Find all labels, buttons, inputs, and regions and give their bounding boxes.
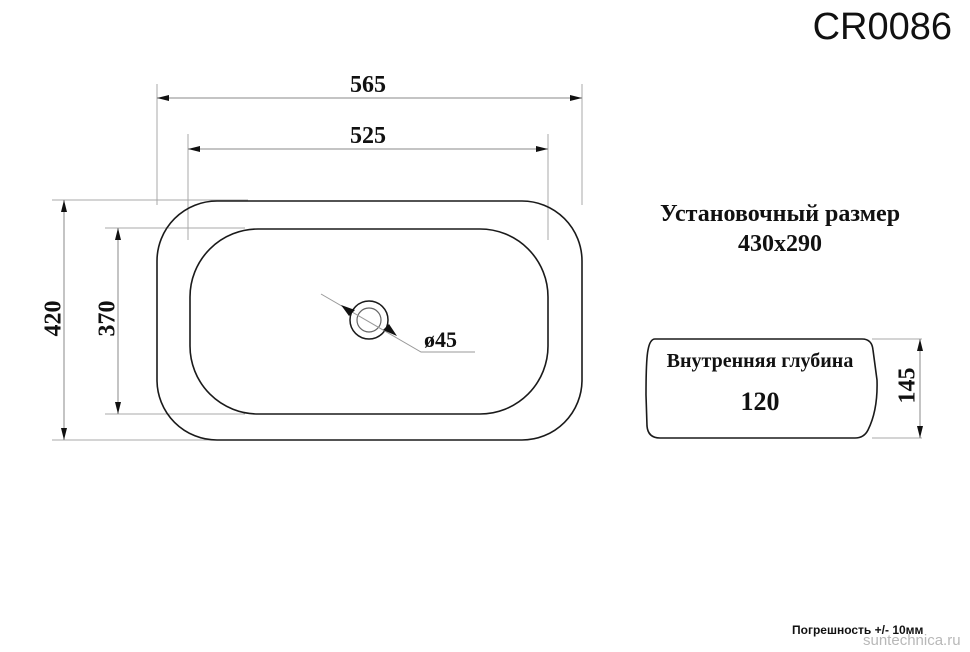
inner-depth-value: 120 [740, 387, 780, 416]
installation-size: Установочный размер 430x290 [630, 199, 930, 259]
dim-inner-width: 525 [350, 123, 386, 149]
drain-hole [320, 293, 475, 353]
drain-diameter: ø45 [424, 327, 457, 352]
basin-inner-bowl [189, 228, 549, 415]
dim-outer-width: 565 [350, 72, 386, 98]
dim-height: 145 [894, 367, 921, 404]
installation-label: Установочный размер [659, 201, 901, 227]
model-number: CR0086 [812, 6, 952, 48]
dim-outer-depth: 420 [40, 300, 67, 337]
tolerance-note: Погрешность +/- 10мм [792, 623, 924, 637]
inner-depth-label: Внутренняя глубина [666, 350, 854, 372]
dim-inner-depth: 370 [94, 300, 121, 337]
installation-value: 430x290 [738, 231, 822, 257]
basin-top-view [156, 200, 583, 441]
watermark: suntechnica.ru [863, 632, 961, 649]
inner-depth-block: Внутренняя глубина 120 [645, 350, 875, 417]
basin-side-view [645, 338, 878, 439]
basin-outer-rim [156, 200, 583, 441]
dimension-lines [61, 95, 923, 440]
